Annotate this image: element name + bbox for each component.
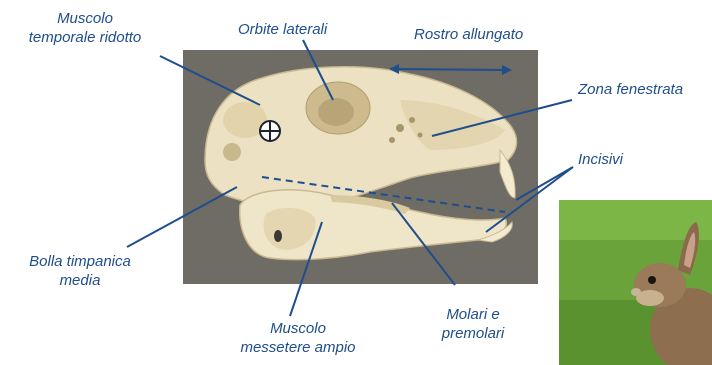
rabbit-photo [559,200,712,365]
label-muscolo-temporale-line2: temporale ridotto [16,28,154,47]
label-molari-line2: premolari [418,324,528,343]
label-orbite-laterali: Orbite laterali [238,20,327,39]
label-incisivi: Incisivi [578,150,623,169]
label-bolla-timpanica: Bolla timpanica media [10,252,150,290]
label-masseter: Muscolo messetere ampio [228,319,368,357]
label-muscolo-temporale-line1: Muscolo [16,9,154,28]
label-masseter-line1: Muscolo [228,319,368,338]
label-zona-fenestrata: Zona fenestrata [578,80,683,99]
label-masseter-line2: messetere ampio [228,338,368,357]
label-molari-line1: Molari e [418,305,528,324]
label-bolla-line1: Bolla timpanica [10,252,150,271]
crosshair-circle-icon [260,121,280,141]
label-rostro-allungato: Rostro allungato [414,25,523,44]
label-molari: Molari e premolari [418,305,528,343]
rabbit-skull-image [205,67,517,260]
label-muscolo-temporale: Muscolo temporale ridotto [16,9,154,47]
label-bolla-line2: media [10,271,150,290]
